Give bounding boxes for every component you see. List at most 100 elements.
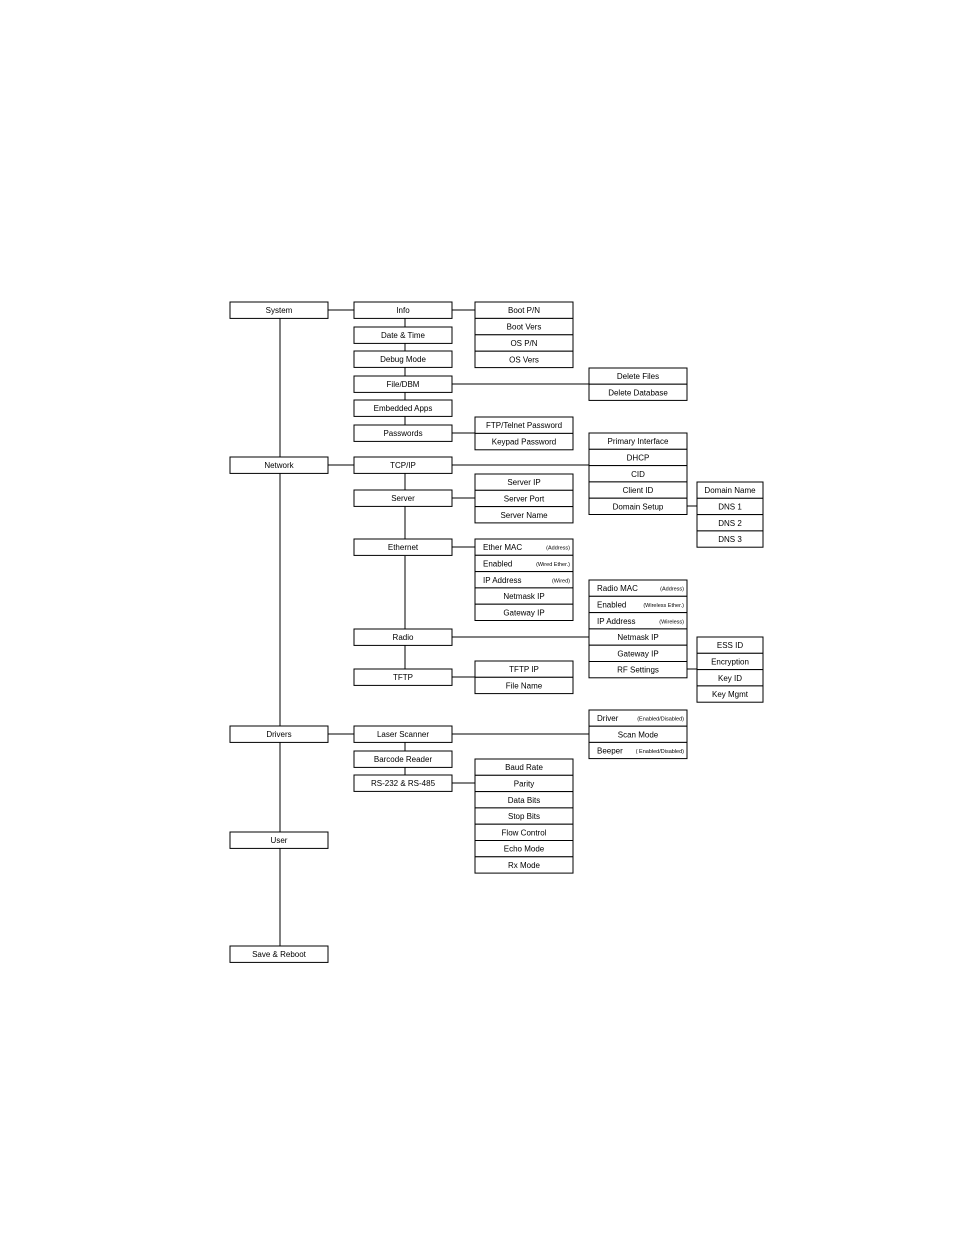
drivers-rs232-frame xyxy=(353,774,453,792)
rs232-parity: Parity xyxy=(474,774,574,793)
rf-key-mgmt: Key Mgmt xyxy=(696,685,764,703)
radio-enabled: Enabled(Wireless Ether.) xyxy=(588,595,688,614)
system-date-time-label: Date & Time xyxy=(381,331,426,340)
level1-drivers-label: Drivers xyxy=(266,730,291,739)
info-os-vers-label: OS Vers xyxy=(509,355,539,364)
system-passwords-frame xyxy=(353,424,453,442)
system-debug-mode: Debug Mode xyxy=(353,350,453,368)
system-embedded-apps-frame xyxy=(353,399,453,417)
rs232-parity-label: Parity xyxy=(514,779,534,788)
tcpip-dhcp: DHCP xyxy=(588,448,688,467)
radio-radio-mac-label: Radio MAC xyxy=(597,584,638,593)
passwords-keypad-password-label: Keypad Password xyxy=(492,438,556,447)
server-server-name-label: Server Name xyxy=(500,511,548,520)
network-ethernet-frame xyxy=(353,538,453,556)
level1-system-frame xyxy=(229,301,329,319)
level1-system: System xyxy=(229,301,329,319)
info-boot-p-n: Boot P/N xyxy=(474,301,574,319)
system-passwords: Passwords xyxy=(353,424,453,442)
passwords-ftp-telnet-password-label: FTP/Telnet Password xyxy=(486,421,562,430)
rs232-stop-bits: Stop Bits xyxy=(474,807,574,825)
tcpip-client-id: Client ID xyxy=(588,481,688,499)
ethernet-netmask-ip: Netmask IP xyxy=(474,587,574,605)
network-ethernet-label: Ethernet xyxy=(388,543,419,552)
radio-ip-address-label: IP Address xyxy=(597,617,636,626)
radio-rf-settings-frame xyxy=(588,661,688,679)
level1-network: Network xyxy=(229,456,329,474)
laser-beeper-note: ( Enabled/Disabled) xyxy=(636,749,684,755)
level1-save-reboot-label: Save & Reboot xyxy=(252,950,307,959)
domain-domain-name: Domain Name xyxy=(696,481,764,499)
info-os-vers-frame xyxy=(474,350,574,369)
network-radio-frame xyxy=(353,628,453,646)
laser-driver-note: (Enabled/Disabled) xyxy=(637,717,684,723)
server-server-port: Server Port xyxy=(474,489,574,508)
tcpip-cid: CID xyxy=(588,465,688,483)
tcpip-client-id-label: Client ID xyxy=(623,486,654,495)
rf-key-id-label: Key ID xyxy=(718,674,742,683)
rf-encryption-label: Encryption xyxy=(711,657,749,666)
passwords-keypad-password-frame xyxy=(474,432,574,451)
rs232-baud-rate-label: Baud Rate xyxy=(505,763,543,772)
ethernet-ip-address: IP Address (Wired) xyxy=(474,571,574,589)
level1-drivers: Drivers xyxy=(229,725,329,743)
network-tftp: TFTP xyxy=(353,668,453,686)
laser-driver: Driver(Enabled/Disabled) xyxy=(588,709,688,727)
laser-scan-mode: Scan Mode xyxy=(588,725,688,743)
info-os-p-n-label: OS P/N xyxy=(510,339,537,348)
passwords-keypad-password: Keypad Password xyxy=(474,432,574,451)
domain-domain-name-label: Domain Name xyxy=(704,486,756,495)
level1-network-label: Network xyxy=(264,461,294,470)
radio-ip-address-note: (Wireless) xyxy=(659,619,684,625)
rs232-rx-mode: Rx Mode xyxy=(474,856,574,874)
rf-ess-id-label: ESS ID xyxy=(717,641,743,650)
rs232-echo-mode: Echo Mode xyxy=(474,840,574,858)
file-dbm-delete-database-frame xyxy=(588,383,688,401)
system-date-time: Date & Time xyxy=(353,326,453,344)
drivers-rs232-label: RS-232 & RS-485 xyxy=(371,779,436,788)
system-file-dbm: File/DBM xyxy=(353,375,453,393)
domain-dns-1: DNS 1 xyxy=(696,497,764,516)
domain-dns-2-label: DNS 2 xyxy=(718,519,742,528)
tcpip-cid-label: CID xyxy=(631,470,645,479)
laser-beeper: Beeper ( Enabled/Disabled) xyxy=(588,741,688,760)
rs232-echo-mode-label: Echo Mode xyxy=(504,845,545,854)
laser-beeper-label: Beeper xyxy=(597,747,623,756)
tftp-file-name-label: File Name xyxy=(506,681,543,690)
laser-beeper-frame xyxy=(588,741,688,760)
radio-radio-mac-note: (Address) xyxy=(660,587,684,593)
ethernet-ip-address-note: (Wired) xyxy=(552,578,570,584)
radio-radio-mac: Radio MAC (Address) xyxy=(588,579,688,597)
info-boot-vers: Boot Vers xyxy=(474,317,574,336)
ethernet-ip-address-label: IP Address xyxy=(483,576,522,585)
level1-network-frame xyxy=(229,456,329,474)
system-passwords-label: Passwords xyxy=(383,429,422,438)
network-tftp-frame xyxy=(353,668,453,686)
level1-save-reboot-frame xyxy=(229,945,329,963)
drivers-laser-scanner: Laser Scanner xyxy=(353,725,453,743)
domain-dns-1-label: DNS 1 xyxy=(718,502,742,511)
system-file-dbm-frame xyxy=(353,375,453,393)
domain-dns-3-label: DNS 3 xyxy=(718,535,742,544)
drivers-laser-scanner-label: Laser Scanner xyxy=(377,730,429,739)
system-info-label: Info xyxy=(396,306,410,315)
rf-ess-id: ESS ID xyxy=(696,636,764,654)
network-server: Server xyxy=(353,489,453,507)
radio-rf-settings: RF Settings xyxy=(588,661,688,679)
drivers-barcode-reader-label: Barcode Reader xyxy=(374,755,433,764)
file-dbm-delete-database-label: Delete Database xyxy=(608,388,668,397)
server-server-name-frame xyxy=(474,506,574,524)
server-server-ip: Server IP xyxy=(474,473,574,491)
drivers-barcode-reader: Barcode Reader xyxy=(353,750,453,768)
network-tcpip-frame xyxy=(353,456,453,474)
level1-user: User xyxy=(229,831,329,849)
ethernet-enabled-label: Enabled xyxy=(483,559,512,568)
rf-key-mgmt-frame xyxy=(696,685,764,703)
radio-netmask-ip: Netmask IP xyxy=(588,628,688,646)
ethernet-netmask-ip-label: Netmask IP xyxy=(503,592,544,601)
ethernet-enabled-note: (Wired Ether.) xyxy=(536,562,570,568)
info-boot-vers-label: Boot Vers xyxy=(507,323,542,332)
radio-gateway-ip: Gateway IP xyxy=(588,644,688,663)
system-embedded-apps-label: Embedded Apps xyxy=(374,404,433,413)
